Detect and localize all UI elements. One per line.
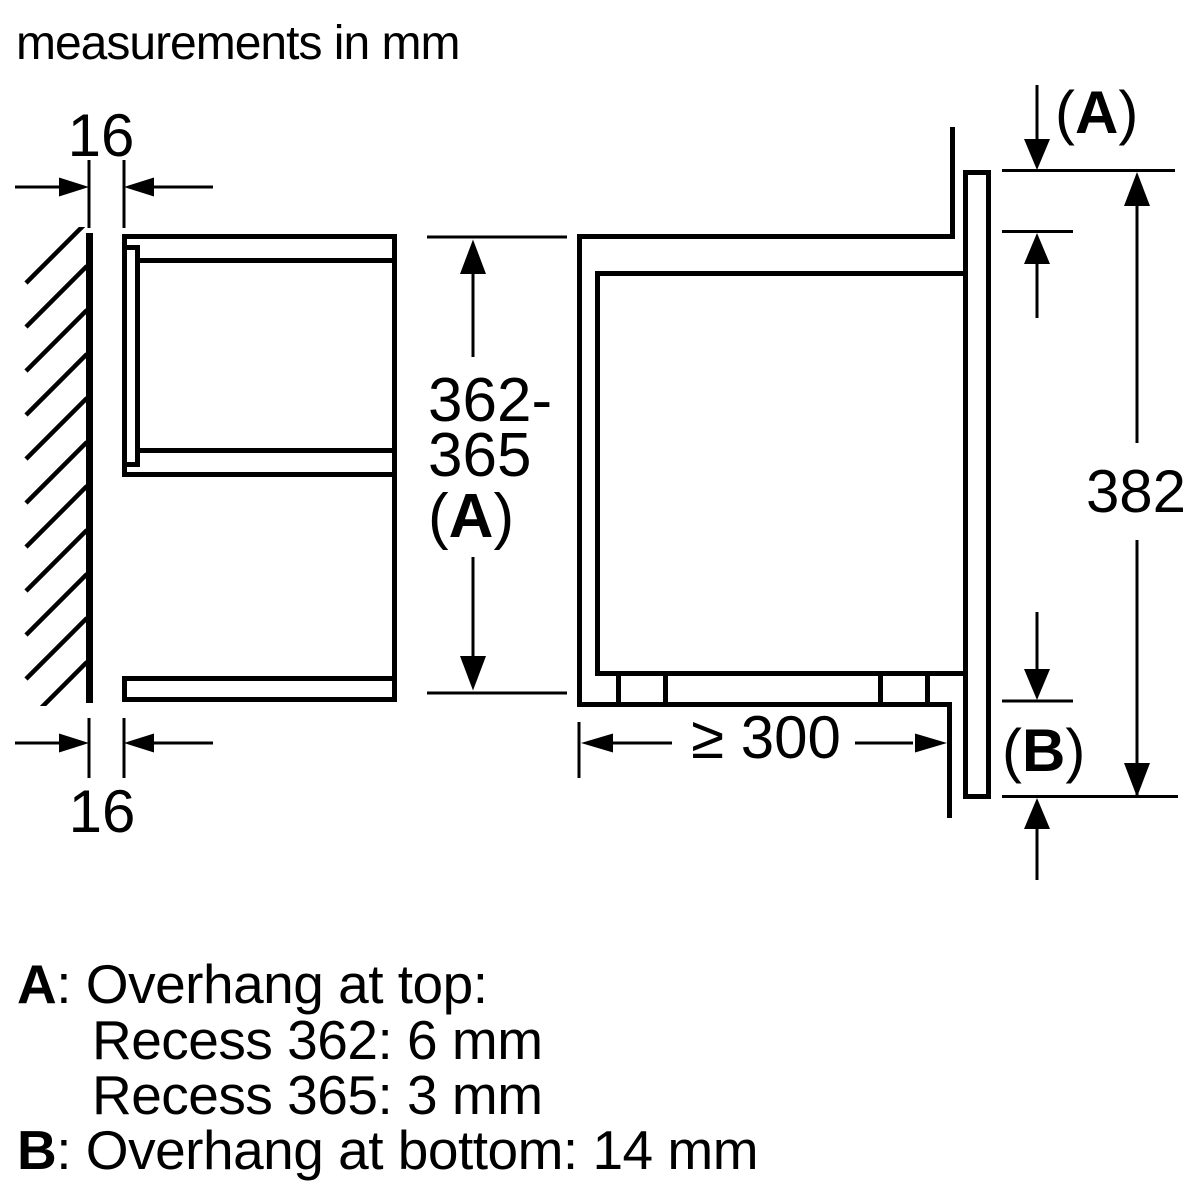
overhang-top-dimension: (A) — [1002, 79, 1175, 318]
page-title: measurements in mm — [16, 17, 459, 70]
arrowhead-up-icon — [460, 239, 486, 274]
arrowhead-down-icon — [1024, 669, 1050, 700]
arrowhead-down-icon — [460, 656, 486, 691]
niche-height-ref-label: (A) — [428, 482, 514, 551]
left-section-view: 16 16 — [15, 102, 397, 845]
right-section-view: (A) 382 (B) ≥ 300 — [577, 79, 1186, 880]
wall-gap-top-label: 16 — [68, 102, 135, 169]
arrowhead-up-icon — [1124, 172, 1150, 206]
overhang-bottom-dimension: (B) — [1002, 612, 1178, 880]
arrowhead-right-icon — [59, 177, 89, 197]
arrowhead-down-icon — [1024, 139, 1050, 170]
arrowhead-right-icon — [59, 733, 89, 753]
arrowhead-up-icon — [1024, 798, 1050, 829]
appliance-front-frame — [963, 170, 991, 799]
legend-line-b: B: Overhang at bottom: 14 mm — [17, 1119, 758, 1181]
niche-height-label-line1: 362- — [428, 366, 552, 435]
niche-height-label-line2: 365 — [428, 421, 531, 490]
niche-height-dimension: 362- 365 (A) — [427, 235, 567, 695]
niche-bottom-shelf — [122, 676, 397, 702]
front-height-dimension: 382 — [1086, 172, 1186, 797]
arrowhead-left-icon — [124, 733, 154, 753]
arrowhead-left-icon — [124, 177, 154, 197]
legend: A: Overhang at top: Recess 362: 6 mm Rec… — [17, 953, 759, 1181]
overhang-bottom-label: (B) — [1002, 717, 1085, 784]
wall-gap-bottom-label: 16 — [69, 778, 136, 845]
arrowhead-up-icon — [1024, 233, 1050, 264]
cabinet-and-appliance-outline — [577, 127, 991, 818]
wall-line — [86, 233, 93, 703]
legend-line-a: A: Overhang at top: — [17, 953, 488, 1015]
wall-hatching — [24, 227, 86, 706]
legend-line-recess-362: Recess 362: 6 mm — [92, 1009, 543, 1071]
cabinet-section-outline — [122, 234, 397, 702]
legend-line-recess-365: Recess 365: 3 mm — [92, 1064, 543, 1126]
wall-gap-dimension-bottom: 16 — [15, 718, 213, 845]
arrowhead-down-icon — [1124, 763, 1150, 797]
arrowhead-left-icon — [581, 733, 613, 753]
min-clearance-label: ≥ 300 — [691, 704, 841, 771]
front-height-label: 382 — [1086, 458, 1186, 525]
wall-gap-dimension-top: 16 — [15, 102, 213, 228]
min-clearance-dimension: ≥ 300 — [577, 704, 947, 778]
overhang-top-label: (A) — [1055, 79, 1138, 146]
arrowhead-right-icon — [915, 733, 947, 753]
